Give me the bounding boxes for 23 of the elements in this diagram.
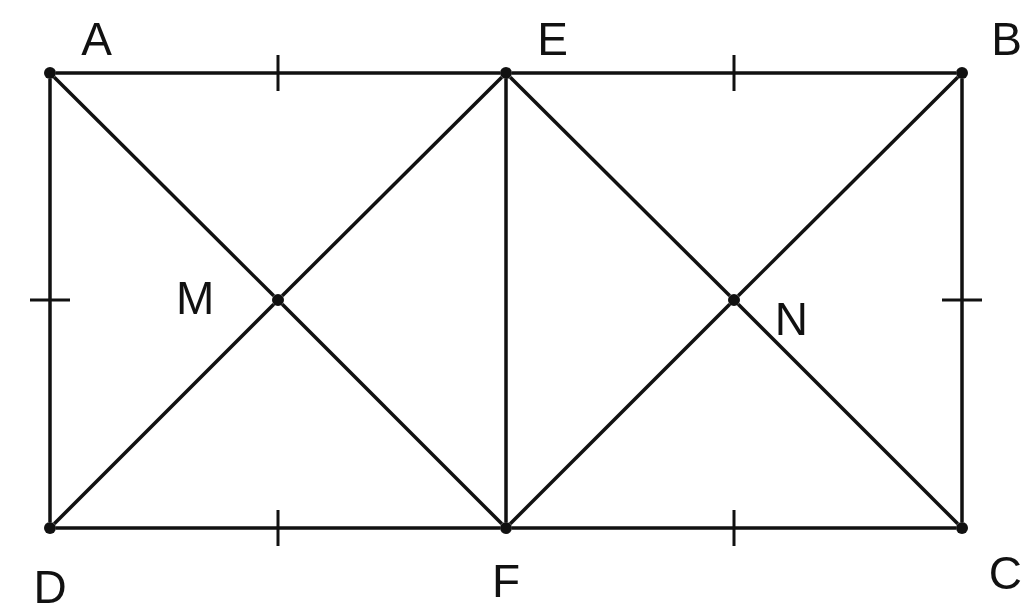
point-label: B — [991, 16, 1022, 62]
line-segment — [281, 303, 503, 525]
line-segment — [504, 79, 508, 522]
point-label: M — [176, 275, 215, 321]
line-segment — [281, 76, 503, 297]
line-segment — [737, 303, 959, 525]
line-segment — [53, 303, 275, 525]
line-segment — [53, 76, 275, 297]
point-label: A — [81, 16, 112, 62]
point-label: D — [33, 564, 67, 610]
line-segment — [56, 526, 500, 530]
point-label: N — [774, 296, 808, 342]
line-segment — [512, 71, 956, 75]
point-label: C — [988, 550, 1022, 596]
point-label: F — [491, 558, 521, 604]
line-segment — [509, 303, 731, 525]
line-segment — [509, 76, 731, 297]
line-segment — [48, 79, 52, 522]
line-segment — [56, 71, 500, 75]
line-segment — [737, 76, 959, 297]
point-label: E — [537, 16, 568, 62]
line-segment — [960, 79, 964, 522]
line-segment — [512, 526, 956, 530]
